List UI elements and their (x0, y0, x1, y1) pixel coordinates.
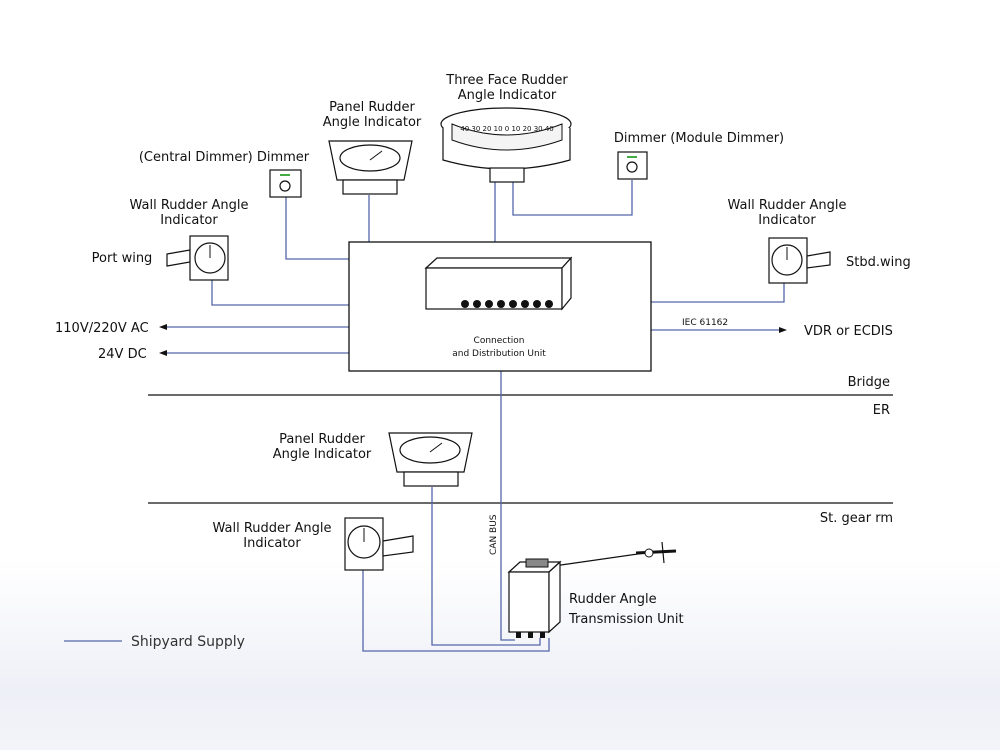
rtu-box-side (548, 560, 561, 634)
wall-gear-label-line1: Wall Rudder Angle (212, 521, 331, 536)
rtu-rudder-stock (661, 541, 665, 564)
panel-top-dial (339, 144, 401, 172)
arrow-dc (159, 350, 167, 356)
iec-label: IEC 61162 (682, 318, 728, 328)
distribution-unit-icon (424, 257, 573, 269)
arrow-vdr (779, 327, 787, 333)
legend: Shipyard Supply (64, 634, 245, 650)
cdu-box-front (425, 267, 563, 310)
vdr-label: VDR or ECDIS (804, 324, 893, 339)
wire-wall-gear (362, 570, 550, 652)
rtu-tiller (635, 549, 677, 555)
rtu-box-front (508, 571, 550, 633)
can-bus-label: CAN BUS (489, 514, 499, 555)
wire-central-dimmer (285, 197, 349, 260)
wall-stbd-label-line1: Wall Rudder Angle (727, 198, 846, 213)
zone-er-label: ER (873, 403, 890, 418)
central-dimmer-knob (279, 180, 291, 192)
connection-distribution-unit: Connection and Distribution Unit (348, 241, 652, 372)
three-face-label-line1: Three Face Rudder (445, 73, 568, 88)
wall-indicator-port: Wall Rudder Angle Indicator Port wing (92, 198, 249, 281)
panel-er-base (403, 471, 459, 487)
wall-port-label-line1: Wall Rudder Angle (129, 198, 248, 213)
zone-gear-label: St. gear rm (820, 511, 893, 526)
cdu-connectors (461, 300, 553, 308)
wall-port-label-line2: Indicator (160, 213, 218, 228)
stbd-wing-label: Stbd.wing (846, 255, 911, 270)
cdu-box-side (561, 256, 572, 311)
rtu-label-line1: Rudder Angle (569, 592, 657, 607)
central-dimmer-label: (Central Dimmer) Dimmer (139, 150, 310, 165)
module-dimmer-label: Dimmer (Module Dimmer) (614, 131, 784, 146)
three-face-scale (451, 123, 563, 151)
wire-panel-er (431, 487, 541, 646)
wall-port-bracket (166, 249, 191, 267)
legend-label: Shipyard Supply (131, 634, 245, 650)
cdu-label-line1: Connection (474, 336, 525, 346)
panel-top-base (342, 179, 398, 195)
dc-power-label: 24V DC (98, 347, 147, 362)
panel-top-needle (369, 150, 383, 161)
wall-indicator-stbd: Wall Rudder Angle Indicator Stbd.wing (727, 198, 911, 284)
wiring (159, 180, 787, 652)
rtu-label-line2: Transmission Unit (568, 612, 684, 627)
arrow-ac (159, 324, 167, 330)
rtu-joint (644, 548, 654, 558)
central-dimmer: (Central Dimmer) Dimmer (139, 150, 310, 198)
wall-indicator-gear: Wall Rudder Angle Indicator (212, 517, 414, 571)
cdu-label-line2: and Distribution Unit (452, 349, 546, 359)
panel-top-label-line2: Angle Indicator (323, 115, 422, 130)
wire-can-bus (500, 371, 515, 641)
zone-bridge-label: Bridge (848, 375, 890, 390)
transmission-unit: Rudder Angle Transmission Unit (507, 541, 684, 638)
three-face-scale-ticks: 40 30 20 10 0 10 20 30 40 (460, 125, 554, 133)
panel-top-label-line1: Panel Rudder (329, 100, 415, 115)
panel-indicator-top: Panel Rudder Angle Indicator (323, 100, 422, 195)
three-face-label-line2: Angle Indicator (458, 88, 557, 103)
module-dimmer-knob (626, 161, 638, 173)
panel-er-needle (429, 442, 443, 453)
three-face-indicator: Three Face Rudder Angle Indicator 40 30 … (440, 73, 572, 183)
wire-stbd-wall (651, 283, 785, 303)
wire-port-wall (211, 280, 349, 306)
wall-gear-bracket (382, 535, 414, 557)
three-face-base (489, 167, 525, 183)
module-dimmer: Dimmer (Module Dimmer) (614, 131, 784, 180)
panel-indicator-er: Panel Rudder Angle Indicator (273, 432, 473, 487)
port-wing-label: Port wing (92, 251, 153, 266)
wire-module-dimmer (512, 180, 633, 216)
panel-er-label-line2: Angle Indicator (273, 447, 372, 462)
cdu-frame (348, 241, 652, 372)
panel-er-dial (399, 436, 461, 464)
rtu-sensor-head (525, 558, 549, 568)
ac-power-label: 110V/220V AC (55, 321, 149, 336)
rtu-glands (516, 632, 545, 638)
panel-er-label-line1: Panel Rudder (279, 432, 365, 447)
wall-stbd-label-line2: Indicator (758, 213, 816, 228)
wall-gear-label-line2: Indicator (243, 536, 301, 551)
wall-stbd-bracket (806, 251, 831, 269)
